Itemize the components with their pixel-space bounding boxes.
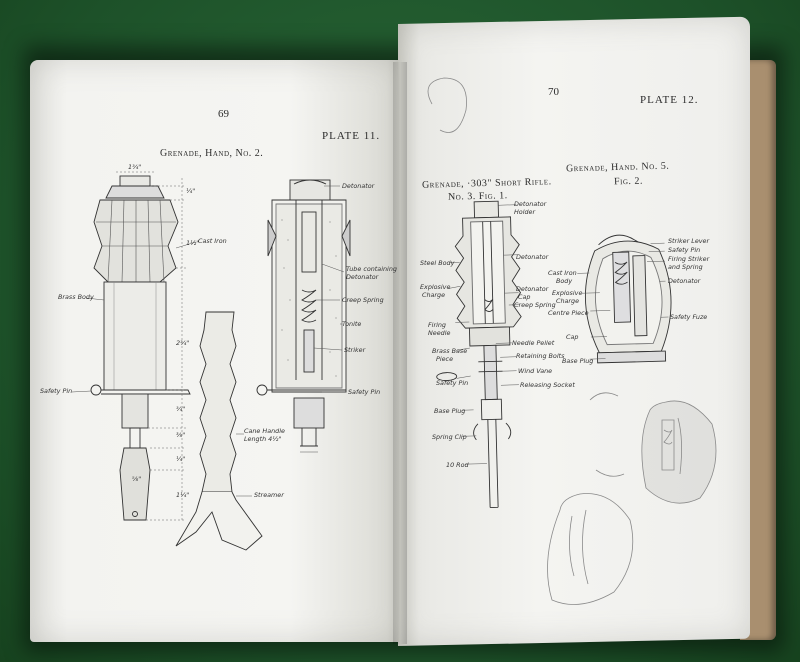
label-needle-pellet: Needle Pellet [512,339,555,347]
label-detonator-cap-1: Detonator [516,285,549,293]
label-streamer: Streamer [254,491,284,499]
label-explosive-fig2-2: Charge [556,297,580,305]
dim-6: ⅜" [176,431,186,439]
label-creep-spring-fig1: Creep Spring [514,301,556,309]
label-detonator-fig1: Detonator [516,253,549,261]
grenade-no2-exterior-drawing [71,171,197,521]
label-brass-base-2: Piece [436,355,454,363]
label-wind-vane: Wind Vane [518,367,553,375]
label-steel-body: Steel Body [420,259,455,267]
label-centre-piece: Centre Piece [548,309,589,317]
left-figure-title: Grenade, Hand, No. 2. [160,148,264,159]
label-rod: 10 Rod [446,461,469,469]
label-safety-pin-fig2: Safety Pin [668,246,701,254]
label-explosive-fig2-1: Explosive [552,289,583,297]
rifle-grenade-no3-drawing [436,200,522,508]
cane-handle-streamer-drawing [175,311,263,551]
label-striker: Striker [344,346,366,354]
right-plate-number: PLATE 12. [640,94,699,106]
book-spine-gutter [393,62,407,644]
label-cane-handle-line1: Cane Handle [244,427,285,435]
label-firing-needle-1: Firing [428,321,446,329]
label-cap: Cap [566,333,579,341]
right-page-number: 70 [548,86,559,98]
label-safety-pin-left: Safety Pin [40,387,73,395]
label-base-plug-fig1: Base Plug [434,407,466,415]
label-retaining-bolts: Retaining Bolts [516,352,565,360]
label-explosive-2: Charge [422,291,446,299]
dim-7: ¼" [176,455,186,463]
label-firing-striker-2: and Spring [668,263,703,271]
pencil-sketches [427,77,717,605]
label-explosive-1: Explosive [420,283,451,291]
grenade-no2-section-drawing [256,179,351,453]
label-creep-spring: Creep Spring [342,296,384,304]
dim-8: ⅝" [132,475,142,483]
label-detonator-cap-2: Cap [518,293,531,301]
label-detonator: Detonator [342,182,375,190]
label-safety-pin-right: Safety Pin [348,388,381,396]
label-cast-iron: Cast Iron [198,237,227,245]
label-detonator-holder-1: Detonator [514,200,547,208]
label-detonator-fig2: Detonator [668,277,701,285]
label-firing-striker-1: Firing Striker [668,255,710,263]
left-plate-number: PLATE 11. [322,130,381,142]
label-tube-line2: Detonator [346,273,379,281]
dim-9: 1¼" [176,491,190,499]
left-page-number: 69 [218,108,229,120]
label-striker-lever: Striker Lever [668,237,710,245]
dim-3: 1½" [186,239,200,247]
label-cast-iron-body-2: Body [556,277,573,285]
label-brass-body: Brass Body [58,293,94,301]
label-safety-pin-fig1: Safety Pin [436,379,469,387]
label-cast-iron-body-1: Cast Iron [548,269,577,277]
label-cane-handle-line2: Length 4½" [244,435,282,443]
dim-2: ¼" [186,187,196,195]
label-spring-clip: Spring Clip [432,433,467,441]
label-tube-line1: Tube containing [346,265,397,273]
label-releasing-socket: Releasing Socket [520,381,575,389]
label-detonator-holder-2: Holder [514,208,536,216]
label-tonite: Tonite [342,320,362,328]
label-base-plug-fig2: Base Plug [562,357,594,365]
dim-1: 1¾" [128,163,142,171]
label-brass-base-1: Brass Base [432,347,468,355]
hand-grenade-no5-drawing [577,234,672,364]
label-safety-fuze: Safety Fuze [670,313,708,321]
label-firing-needle-2: Needle [428,329,451,337]
dim-4: 2¾" [176,339,190,347]
dim-5: ¾" [176,405,186,413]
